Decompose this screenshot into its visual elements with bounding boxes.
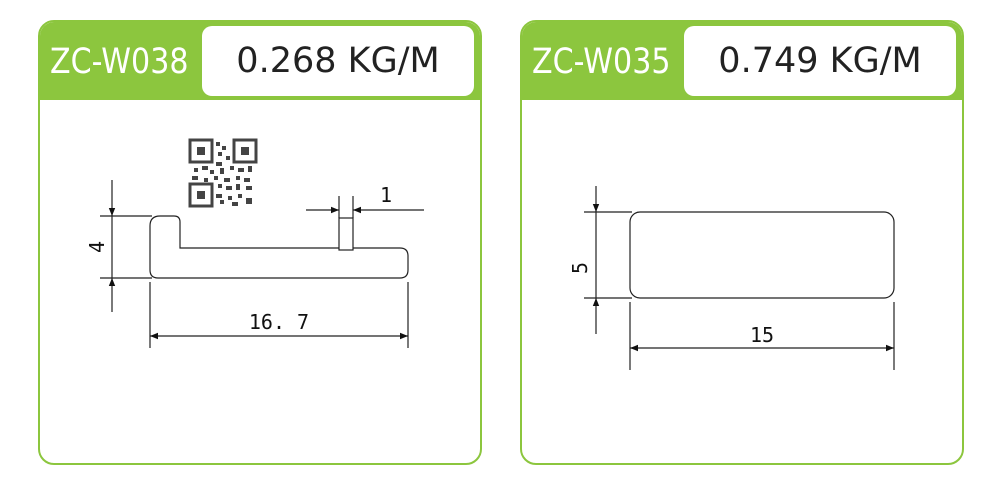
product-code: ZC-W035 [532, 42, 671, 82]
slot-marker [338, 217, 354, 251]
product-weight: 0.268 KG/M [236, 41, 440, 81]
dimension-slot-label: 1 [380, 183, 392, 207]
dimension-height-label: 5 [568, 262, 592, 274]
card-header: ZC-W038 0.268 KG/M [40, 22, 480, 100]
product-code: ZC-W038 [50, 42, 189, 82]
weight-box: 0.749 KG/M [684, 26, 956, 96]
profile-drawing-w038 [100, 180, 424, 348]
product-card: ZC-W035 0.749 KG/M [520, 20, 964, 465]
dimension-height-label: 4 [85, 241, 109, 253]
product-card: ZC-W038 0.268 KG/M [38, 20, 482, 465]
dimension-width-label: 15 [750, 323, 774, 347]
weight-box: 0.268 KG/M [202, 26, 474, 96]
profile-outline [149, 215, 409, 279]
product-weight: 0.749 KG/M [718, 41, 922, 81]
profile-outline [629, 211, 895, 299]
profile-drawing-w035 [584, 186, 895, 370]
dimension-width-label: 16. 7 [249, 310, 309, 334]
qr-code-icon [188, 138, 258, 208]
card-header: ZC-W035 0.749 KG/M [522, 22, 962, 100]
